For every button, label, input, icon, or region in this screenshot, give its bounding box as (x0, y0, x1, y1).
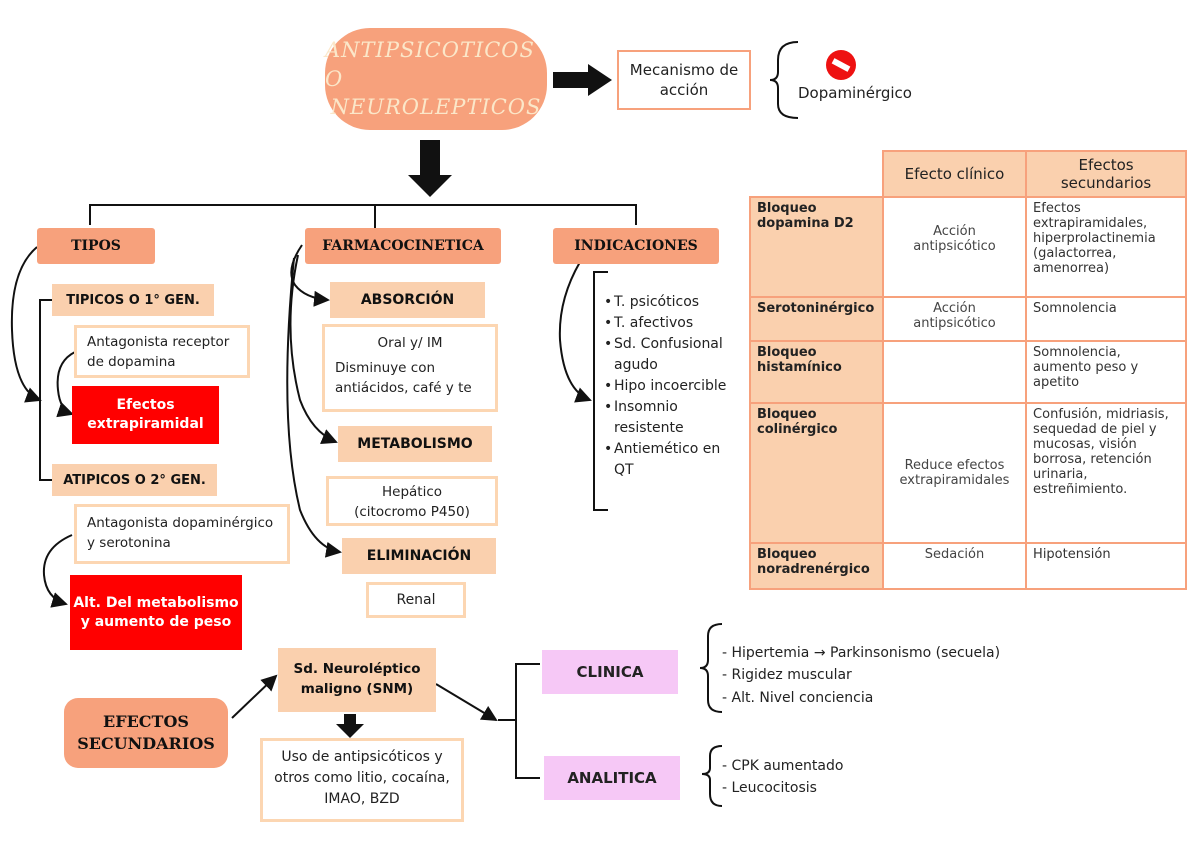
metabolismo-line-2: (citocromo P450) (354, 503, 470, 520)
no-entry-icon (826, 50, 856, 80)
absorcion-line-2: Disminuye con antiácidos, café y te (335, 360, 472, 396)
atipicos-effect: Alt. Del metabolismo y aumento de peso (70, 575, 242, 650)
tipicos-effect: Efectos extrapiramidal (72, 386, 219, 444)
row-name: Bloqueo histamínico (749, 340, 884, 404)
farmaco-header: FARMACOCINETICA (305, 228, 501, 264)
row-name: Serotoninérgico (749, 296, 884, 342)
table-row: Bloqueo noradrenérgico Sedación Hipotens… (749, 542, 1187, 590)
analitica-label: ANALITICA (544, 756, 680, 800)
row-name: Bloqueo colinérgico (749, 402, 884, 544)
clinica-list: - Hipertemia → Parkinsonismo (secuela) -… (722, 642, 1000, 709)
absorcion-label: ABSORCIÓN (330, 282, 485, 318)
eliminacion-label: ELIMINACIÓN (342, 538, 496, 574)
analitica-item: - CPK aumentado (722, 758, 844, 774)
table-header-empty (750, 151, 884, 198)
indicacion-item: Antiemético en QT (604, 439, 744, 481)
snm-cause: Uso de antipsicóticos y otros como litio… (260, 738, 464, 822)
metabolismo-line-1: Hepático (381, 484, 443, 500)
indicacion-item: Hipo incoercible (604, 376, 744, 397)
indicacion-item: T. afectivos (604, 313, 744, 334)
clinica-item: - Rigidez muscular (722, 667, 852, 684)
main-title: Antipsicoticos o Neurolepticos (325, 28, 547, 130)
atipicos-desc: Antagonista dopaminérgico y serotonina (74, 504, 290, 564)
clinica-label: CLINICA (542, 650, 678, 694)
table-row: Serotoninérgico Acción antipsicótico Som… (749, 296, 1187, 342)
row-clinical: Acción antipsicótico (881, 196, 1028, 298)
tipos-header: TIPOS (37, 228, 155, 264)
tipicos-label: TIPICOS O 1° GEN. (52, 284, 214, 316)
row-side: Efectos extrapiramidales, hiperprolactin… (1025, 196, 1187, 298)
analitica-item: - Leucocitosis (722, 780, 817, 797)
metabolismo-box: Hepático (citocromo P450) (326, 476, 498, 526)
row-side: Confusión, midriasis, sequedad de piel y… (1025, 402, 1187, 544)
receptor-effects-table: Efecto clínico Efectos secundarios Bloqu… (749, 150, 1187, 590)
row-clinical: Acción antipsicótico (881, 296, 1028, 342)
table-header-side: Efectos secundarios (1025, 150, 1187, 198)
tipicos-desc: Antagonista receptor de dopamina (74, 325, 250, 378)
row-clinical (881, 340, 1028, 404)
row-side: Somnolencia, aumento peso y apetito (1025, 340, 1187, 404)
row-name: Bloqueo noradrenérgico (749, 542, 884, 590)
row-name: Bloqueo dopamina D2 (749, 196, 884, 298)
analitica-list: - CPK aumentado - Leucocitosis (722, 755, 843, 800)
title-line-1: Antipsicoticos o (325, 38, 535, 91)
row-side: Somnolencia (1025, 296, 1187, 342)
mechanism-box: Mecanismo de acción (617, 50, 751, 110)
atipicos-label: ATIPICOS O 2° GEN. (52, 464, 217, 496)
indicaciones-list: T. psicóticos T. afectivos Sd. Confusion… (604, 292, 744, 481)
table-row: Bloqueo histamínico Somnolencia, aumento… (749, 340, 1187, 404)
table-header-clinical: Efecto clínico (881, 150, 1028, 198)
table-header-row: Efecto clínico Efectos secundarios (750, 150, 1187, 198)
metabolismo-label: METABOLISMO (338, 426, 492, 462)
row-clinical: Reduce efectos extrapiramidales (881, 402, 1028, 544)
row-clinical: Sedación (881, 542, 1028, 590)
clinica-item: - Hipertemia → Parkinsonismo (secuela) (722, 645, 1001, 661)
indicacion-item: Insomnio resistente (604, 397, 744, 439)
indicaciones-header: INDICACIONES (553, 228, 719, 264)
title-line-2: Neurolepticos (330, 95, 542, 120)
mechanism-value: Dopaminérgico (798, 84, 912, 102)
row-side: Hipotensión (1025, 542, 1187, 590)
indicacion-item: T. psicóticos (604, 292, 744, 313)
snm-box: Sd. Neuroléptico maligno (SNM) (278, 648, 436, 712)
clinica-item: - Alt. Nivel conciencia (722, 689, 874, 706)
table-row: Bloqueo colinérgico Reduce efectos extra… (749, 402, 1187, 544)
indicacion-item: Sd. Confusional agudo (604, 334, 744, 376)
table-row: Bloqueo dopamina D2 Acción antipsicótico… (749, 196, 1187, 298)
efectos-header: EFECTOS SECUNDARIOS (64, 698, 228, 768)
absorcion-box: Oral y/ IM Disminuye con antiácidos, caf… (322, 324, 498, 412)
mechanism-label: Mecanismo de acción (629, 60, 739, 99)
eliminacion-value: Renal (366, 582, 466, 618)
absorcion-line-1: Oral y/ IM (377, 335, 443, 351)
